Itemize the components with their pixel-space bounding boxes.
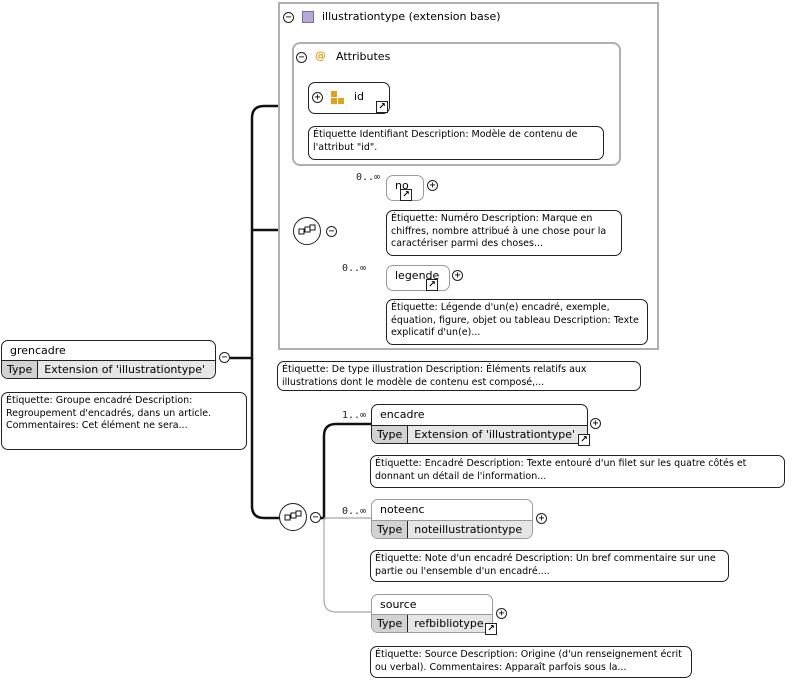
collapse-icon[interactable]: − (283, 12, 294, 23)
type-row: Type Extension of 'illustrationtype' (372, 425, 587, 443)
link-icon[interactable]: ↗ (485, 623, 497, 635)
root-annotation: Étiquette: Groupe encadré Description: R… (1, 392, 247, 450)
attribute-id-annotation: Étiquette Identifiant Description: Modèl… (308, 126, 604, 160)
type-value: Extension of 'illustrationtype' (44, 363, 206, 376)
occurrence-label: 0..∞ (342, 263, 367, 274)
link-icon[interactable]: ↗ (376, 101, 388, 113)
element-no-annotation: Étiquette: Numéro Description: Marque en… (386, 210, 622, 256)
type-value: noteillustrationtype (414, 523, 523, 536)
type-label: Type (372, 615, 409, 632)
element-legende-annotation: Étiquette: Légende d'un(e) encadré, exem… (386, 299, 648, 345)
link-icon[interactable]: ↗ (578, 434, 590, 446)
element-no[interactable]: no ↗ (386, 175, 424, 201)
element-noteenc[interactable]: noteenc Type noteillustrationtype (371, 499, 533, 539)
attribute-name: id (354, 90, 365, 103)
element-name: encadre (380, 408, 425, 421)
expand-icon[interactable]: + (427, 180, 438, 191)
collapse-icon[interactable]: − (326, 226, 337, 237)
sequence-compositor-icon[interactable] (293, 217, 321, 245)
element-source-annotation: Étiquette: Source Description: Origine (… (370, 646, 692, 678)
attribute-icon: @ (315, 49, 326, 62)
attribute-type-icon (331, 91, 337, 97)
element-name: legende (395, 269, 440, 282)
occurrence-label: 0..∞ (356, 172, 381, 183)
expand-icon[interactable]: + (312, 92, 323, 103)
link-icon[interactable]: ↗ (400, 189, 412, 201)
element-name: grencadre (10, 344, 66, 357)
extension-base-annotation: Étiquette: De type illustration Descript… (277, 361, 641, 391)
element-source[interactable]: source Type refbibliotype ↗ (371, 594, 497, 635)
element-encadre-annotation: Étiquette: Encadré Description: Texte en… (370, 455, 785, 488)
type-row: Type Extension of 'illustrationtype' (2, 360, 215, 378)
expand-icon[interactable]: + (536, 513, 547, 524)
type-label: Type (372, 426, 409, 443)
element-name: source (380, 598, 417, 611)
attributes-title: Attributes (336, 50, 391, 63)
element-noteenc-annotation: Étiquette: Note d'un encadré Description… (370, 550, 729, 582)
collapse-icon[interactable]: − (296, 52, 307, 63)
collapse-icon[interactable]: − (310, 512, 321, 523)
element-name: noteenc (380, 503, 425, 516)
element-legende[interactable]: legende ↗ (386, 265, 450, 291)
type-row: Type noteillustrationtype (372, 520, 532, 538)
type-row: Type refbibliotype (372, 614, 492, 632)
type-label: Type (2, 361, 39, 378)
type-label: Type (372, 521, 409, 538)
sequence-compositor-icon[interactable] (279, 503, 307, 531)
extension-base-frame: − illustrationtype (extension base) − @ … (278, 2, 659, 350)
expand-icon[interactable]: + (452, 270, 463, 281)
expand-icon[interactable]: + (590, 418, 601, 429)
attribute-id[interactable]: + id ↗ (308, 82, 390, 114)
occurrence-label: 1..∞ (342, 410, 367, 421)
element-name: no (395, 179, 409, 192)
type-value: Extension of 'illustrationtype' (414, 428, 576, 441)
root-element-grencadre[interactable]: grencadre Type Extension of 'illustratio… (1, 340, 216, 379)
attributes-group: − @ Attributes + id ↗ Étiquette Identifi… (292, 42, 621, 166)
complex-type-icon (302, 11, 314, 23)
collapse-icon[interactable]: − (219, 352, 230, 363)
type-value: refbibliotype (414, 617, 484, 630)
occurrence-label: 0..∞ (342, 506, 367, 517)
element-encadre[interactable]: encadre Type Extension of 'illustrationt… (371, 404, 590, 446)
expand-icon[interactable]: + (496, 608, 507, 619)
link-icon[interactable]: ↗ (426, 279, 438, 291)
extension-base-title: illustrationtype (extension base) (322, 10, 501, 23)
